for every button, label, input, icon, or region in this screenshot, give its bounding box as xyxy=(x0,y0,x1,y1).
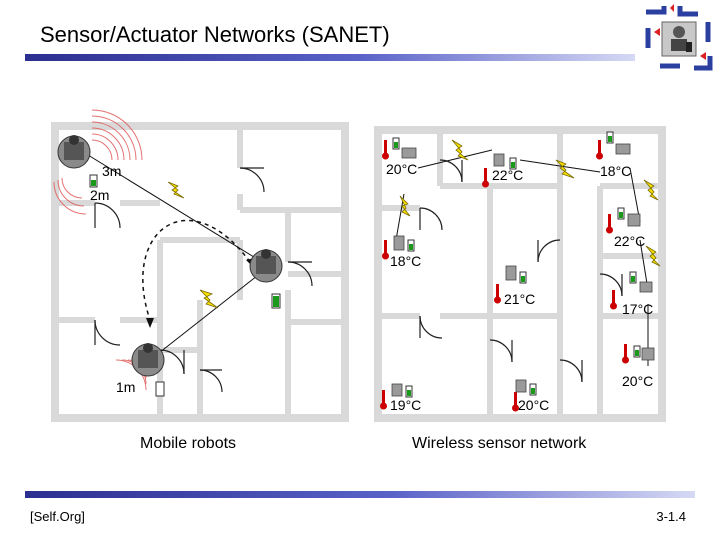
temp-label: 22°C xyxy=(614,233,645,249)
sanet-diagram: 3m 2m 1m xyxy=(51,109,666,422)
temp-label: 22°C xyxy=(492,167,523,183)
battery-icon xyxy=(629,271,637,284)
lightning-icon xyxy=(643,179,659,201)
battery-icon xyxy=(529,383,537,396)
lightning-icon xyxy=(451,139,469,161)
thermometer-icon xyxy=(512,392,519,412)
thermometer-icon xyxy=(622,344,629,364)
battery-icon xyxy=(519,271,527,284)
self-org-logo-icon xyxy=(645,4,713,71)
temp-label: 20°C xyxy=(518,397,549,413)
robot-icon xyxy=(57,135,91,169)
left-floor-plan: 3m 2m 1m xyxy=(51,109,349,422)
sensor-board-icon xyxy=(615,143,631,155)
battery-icon xyxy=(392,137,400,150)
battery-icon xyxy=(155,381,165,397)
caption-mobile-robots: Mobile robots xyxy=(140,435,237,452)
thermometer-icon xyxy=(610,290,617,310)
lightning-icon xyxy=(167,181,185,199)
battery-icon xyxy=(89,174,98,188)
temp-label: 20°C xyxy=(386,161,417,177)
title-rule xyxy=(25,54,635,61)
thermometer-icon xyxy=(382,140,389,160)
sensor-nodes xyxy=(380,131,641,412)
temp-label: 18°C xyxy=(600,163,631,179)
thermometer-icon xyxy=(482,168,489,188)
lightning-icon xyxy=(399,195,411,217)
sensor-board-icon xyxy=(391,383,403,397)
lightning-icon xyxy=(555,159,575,179)
range-label-1m: 1m xyxy=(116,379,135,395)
sensor-board-icon xyxy=(627,213,641,227)
sensor-board-icon xyxy=(393,235,405,251)
sensor-board-icon xyxy=(505,265,517,281)
temp-label: 19°C xyxy=(390,397,421,413)
slide-title: Sensor/Actuator Networks (SANET) xyxy=(40,22,390,47)
sensor-board-icon xyxy=(401,147,417,159)
robot-icon xyxy=(249,249,283,283)
battery-icon xyxy=(407,239,415,252)
temp-label: 17°C xyxy=(622,301,653,317)
battery-icon xyxy=(606,131,614,144)
temp-label: 18°C xyxy=(390,253,421,269)
thermometer-icon xyxy=(606,214,613,234)
battery-icon xyxy=(633,345,641,358)
footer-rule xyxy=(25,491,695,498)
sensor-board-icon xyxy=(639,281,653,293)
right-floor-plan: 20°C 22°C 18°C 22°C 18°C 21°C 17°C 19°C … xyxy=(374,126,666,422)
robot-icon xyxy=(131,343,165,377)
thermometer-icon xyxy=(380,390,387,410)
caption-wireless-sensor-network: Wireless sensor network xyxy=(412,435,587,452)
temp-label: 21°C xyxy=(504,291,535,307)
temp-label: 20°C xyxy=(622,373,653,389)
battery-icon xyxy=(509,157,517,170)
thermometer-icon xyxy=(494,284,501,304)
range-label-2m: 2m xyxy=(90,187,109,203)
footer-citation: [Self.Org] xyxy=(30,509,85,524)
sensor-board-icon xyxy=(493,153,505,167)
sensor-board-icon xyxy=(641,347,655,361)
battery-icon xyxy=(405,385,413,398)
lightning-icon xyxy=(645,245,661,267)
battery-icon xyxy=(617,207,625,220)
slide-number: 3-1.4 xyxy=(656,509,686,524)
range-label-3m: 3m xyxy=(102,163,121,179)
sensor-board-icon xyxy=(515,379,527,393)
lightning-icon xyxy=(199,289,219,309)
thermometer-icon xyxy=(596,140,603,160)
battery-icon xyxy=(271,293,281,309)
thermometer-icon xyxy=(382,240,389,260)
